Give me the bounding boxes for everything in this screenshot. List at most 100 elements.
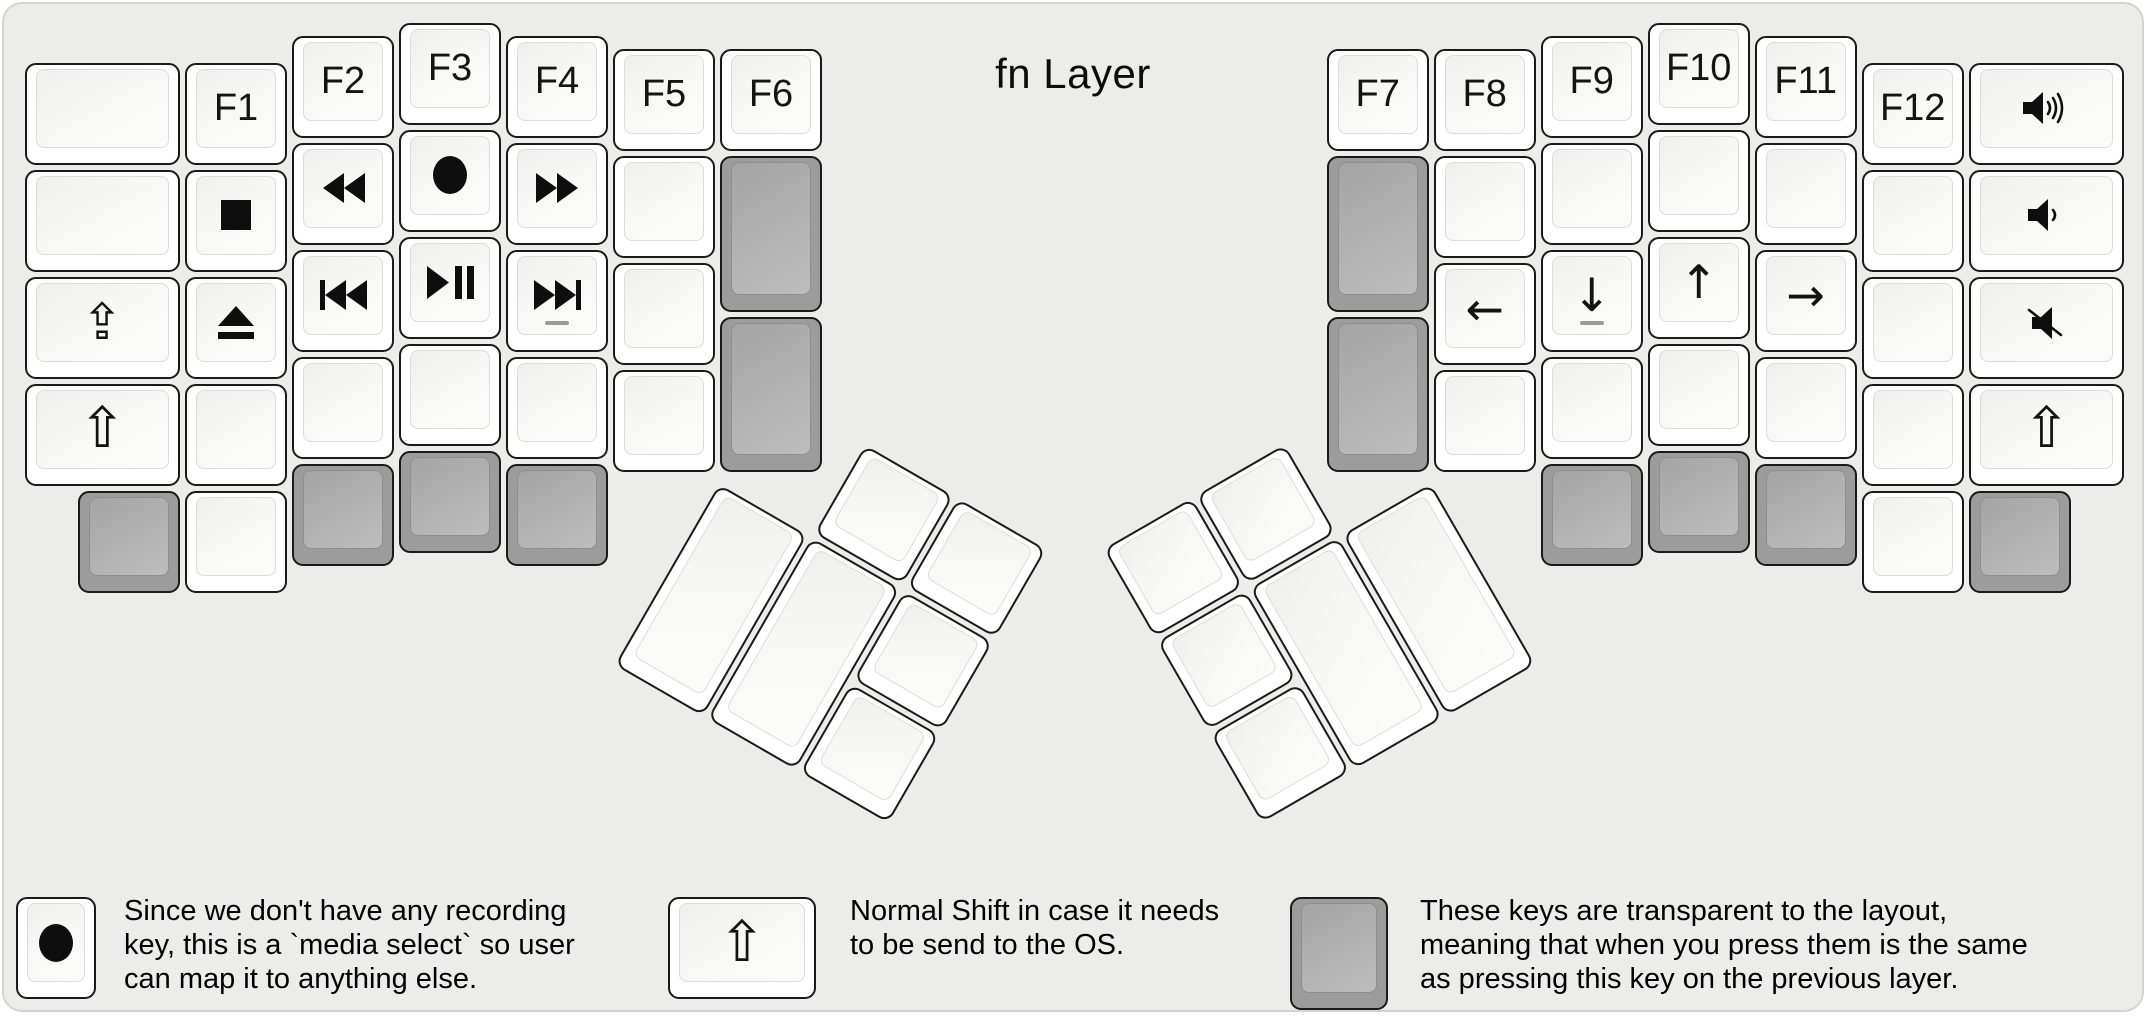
key-volume-up — [1968, 62, 2125, 165]
keycap-top: ⇧ — [1979, 389, 2114, 469]
legend-item: ⇧ Normal Shift in case it needs to be se… — [668, 895, 1219, 999]
key-blank — [399, 343, 501, 446]
key-prev-track — [292, 249, 394, 352]
keycap-top: ← — [1444, 269, 1525, 349]
volume-down-icon — [2028, 197, 2064, 233]
key-eject — [185, 276, 287, 379]
key-transparent — [1968, 490, 2071, 593]
key-transparent — [506, 463, 608, 566]
key-label: F8 — [1462, 73, 1507, 116]
key-f4: F4 — [506, 35, 608, 138]
key-transparent — [78, 490, 180, 593]
keycap-top: F7 — [1337, 55, 1418, 135]
keycap-top — [410, 242, 490, 322]
keycap-top — [1872, 175, 1953, 255]
key-play-pause — [399, 236, 501, 339]
arrow-right-icon: → — [1786, 268, 1825, 323]
key-stop — [185, 169, 287, 272]
key-f12: F12 — [1861, 62, 1964, 165]
keycap-top — [410, 135, 490, 215]
key-label: F6 — [748, 73, 794, 116]
keycap-top: ⇧ — [679, 903, 805, 982]
rewind-icon — [322, 173, 365, 204]
keycap-top — [1444, 376, 1525, 456]
keycap-top — [1301, 903, 1377, 993]
keycap-top — [303, 255, 383, 335]
keycap-top: ↑ — [1658, 242, 1739, 322]
keycap-top — [517, 148, 597, 228]
key-blank — [1647, 343, 1750, 446]
keycap-top — [410, 456, 490, 536]
keycap-top — [517, 362, 597, 442]
record-icon — [432, 155, 468, 195]
key-blank — [1433, 370, 1536, 473]
keycap-top — [517, 469, 597, 549]
key-arrow-right: → — [1754, 249, 1857, 352]
key-transparent — [1540, 463, 1643, 566]
keycap-top — [196, 282, 276, 362]
stop-icon — [221, 200, 251, 231]
fast-forward-icon — [535, 173, 579, 204]
key-f9: F9 — [1540, 35, 1643, 138]
keycap-top — [1658, 135, 1739, 215]
arrow-left-icon: ← — [1465, 281, 1504, 336]
keycap-top — [35, 68, 169, 148]
keycap-top — [624, 162, 704, 242]
key-f10: F10 — [1647, 22, 1750, 125]
keycap-top — [624, 269, 704, 349]
keycap-top — [1658, 456, 1739, 536]
key-blank — [292, 356, 394, 459]
keycap-top — [89, 496, 169, 576]
keycap-top — [1872, 282, 1953, 362]
keycap-top — [1337, 322, 1418, 456]
key-blank — [613, 263, 715, 366]
key-f5: F5 — [613, 49, 715, 152]
key-next-track — [506, 249, 608, 352]
keycap-top: F5 — [624, 55, 704, 135]
keycap-top — [1979, 175, 2114, 255]
keycap-top — [1551, 469, 1632, 549]
key-blank — [613, 156, 715, 259]
keycap-top: F4 — [517, 41, 597, 121]
key-transparent — [1290, 897, 1388, 1010]
legend-item: These keys are transparent to the layout… — [1290, 895, 2028, 1010]
key-caps-lock: ⇪ — [24, 276, 180, 379]
key-label: F9 — [1569, 59, 1614, 102]
key-arrow-left: ← — [1433, 263, 1536, 366]
key-transparent — [720, 316, 822, 473]
keycap-top — [1658, 349, 1739, 429]
key-f2: F2 — [292, 35, 394, 138]
key-shift: ⇧ — [668, 897, 816, 999]
shift-icon: ⇧ — [78, 396, 126, 462]
keycap-top — [196, 175, 276, 255]
keycap-top — [196, 496, 276, 576]
key-f6: F6 — [720, 49, 822, 152]
key-label: F7 — [1355, 73, 1400, 116]
arrow-down-icon: ↓ — [1572, 268, 1611, 323]
key-f7: F7 — [1326, 49, 1429, 152]
prev-track-icon — [319, 280, 367, 311]
key-blank — [1861, 383, 1964, 486]
key-blank — [1861, 490, 1964, 593]
volume-mute-icon — [2026, 303, 2066, 341]
key-blank — [24, 169, 180, 272]
key-label: F10 — [1665, 46, 1732, 89]
key-arrow-down: ↓ — [1540, 249, 1643, 352]
key-f3: F3 — [399, 22, 501, 125]
key-transparent — [1326, 316, 1429, 473]
key-blank — [613, 370, 715, 473]
keycap-top — [410, 349, 490, 429]
keycap-top: F2 — [303, 41, 383, 121]
legend-text: Since we don't have any recording key, t… — [124, 895, 575, 995]
keycap-top — [1551, 148, 1632, 228]
keycap-top: F3 — [410, 28, 490, 108]
keycap-top: → — [1765, 255, 1846, 335]
keycap-top: F11 — [1765, 41, 1846, 121]
keycap-top — [1872, 389, 1953, 469]
legend-text: These keys are transparent to the layout… — [1420, 895, 2028, 995]
key-transparent — [720, 156, 822, 312]
key-label: F11 — [1774, 59, 1838, 102]
legend-key-sample: ⇧ — [668, 897, 816, 999]
arrow-up-icon: ↑ — [1679, 255, 1718, 309]
key-blank — [185, 383, 287, 486]
